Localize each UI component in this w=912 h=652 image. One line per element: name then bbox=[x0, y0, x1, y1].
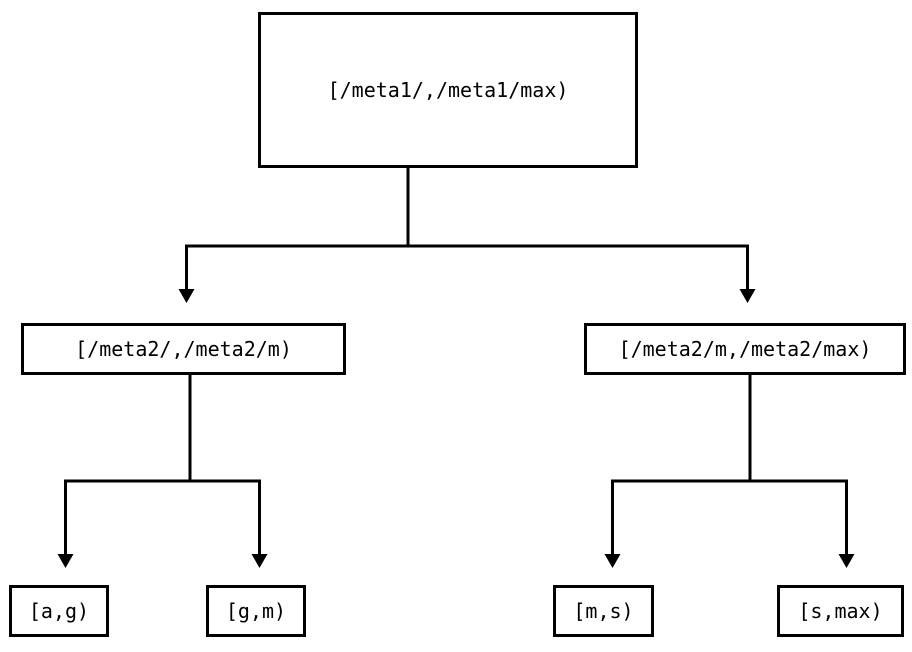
tree-node-leaf-3[interactable]: [m,s) bbox=[553, 585, 654, 637]
tree-node-mid-right[interactable]: [/meta2/m,/meta2/max) bbox=[584, 323, 906, 375]
tree-node-mid-right-label: [/meta2/m,/meta2/max) bbox=[618, 337, 872, 361]
tree-node-mid-left[interactable]: [/meta2/,/meta2/m) bbox=[21, 323, 346, 375]
arrowhead-root-mid-right bbox=[739, 289, 756, 303]
arrowhead-mid-left-leaf-1 bbox=[57, 554, 74, 568]
arrowhead-mid-left-leaf-2 bbox=[251, 554, 268, 568]
tree-node-leaf-1-label: [a,g) bbox=[28, 599, 90, 623]
tree-node-leaf-4-label: [s,max) bbox=[798, 599, 883, 623]
tree-node-leaf-2-label: [g,m) bbox=[225, 599, 287, 623]
tree-node-root[interactable]: [/meta1/,/meta1/max) bbox=[258, 12, 638, 168]
arrowhead-mid-right-leaf-4 bbox=[838, 554, 855, 568]
tree-node-root-label: [/meta1/,/meta1/max) bbox=[327, 78, 569, 102]
arrowhead-mid-right-leaf-3 bbox=[604, 554, 621, 568]
tree-node-leaf-1[interactable]: [a,g) bbox=[9, 585, 109, 637]
tree-node-leaf-2[interactable]: [g,m) bbox=[206, 585, 306, 637]
tree-node-leaf-4[interactable]: [s,max) bbox=[777, 585, 904, 637]
tree-node-leaf-3-label: [m,s) bbox=[573, 599, 634, 623]
arrowhead-root-mid-left bbox=[178, 289, 195, 303]
tree-node-mid-left-label: [/meta2/,/meta2/m) bbox=[75, 337, 292, 361]
